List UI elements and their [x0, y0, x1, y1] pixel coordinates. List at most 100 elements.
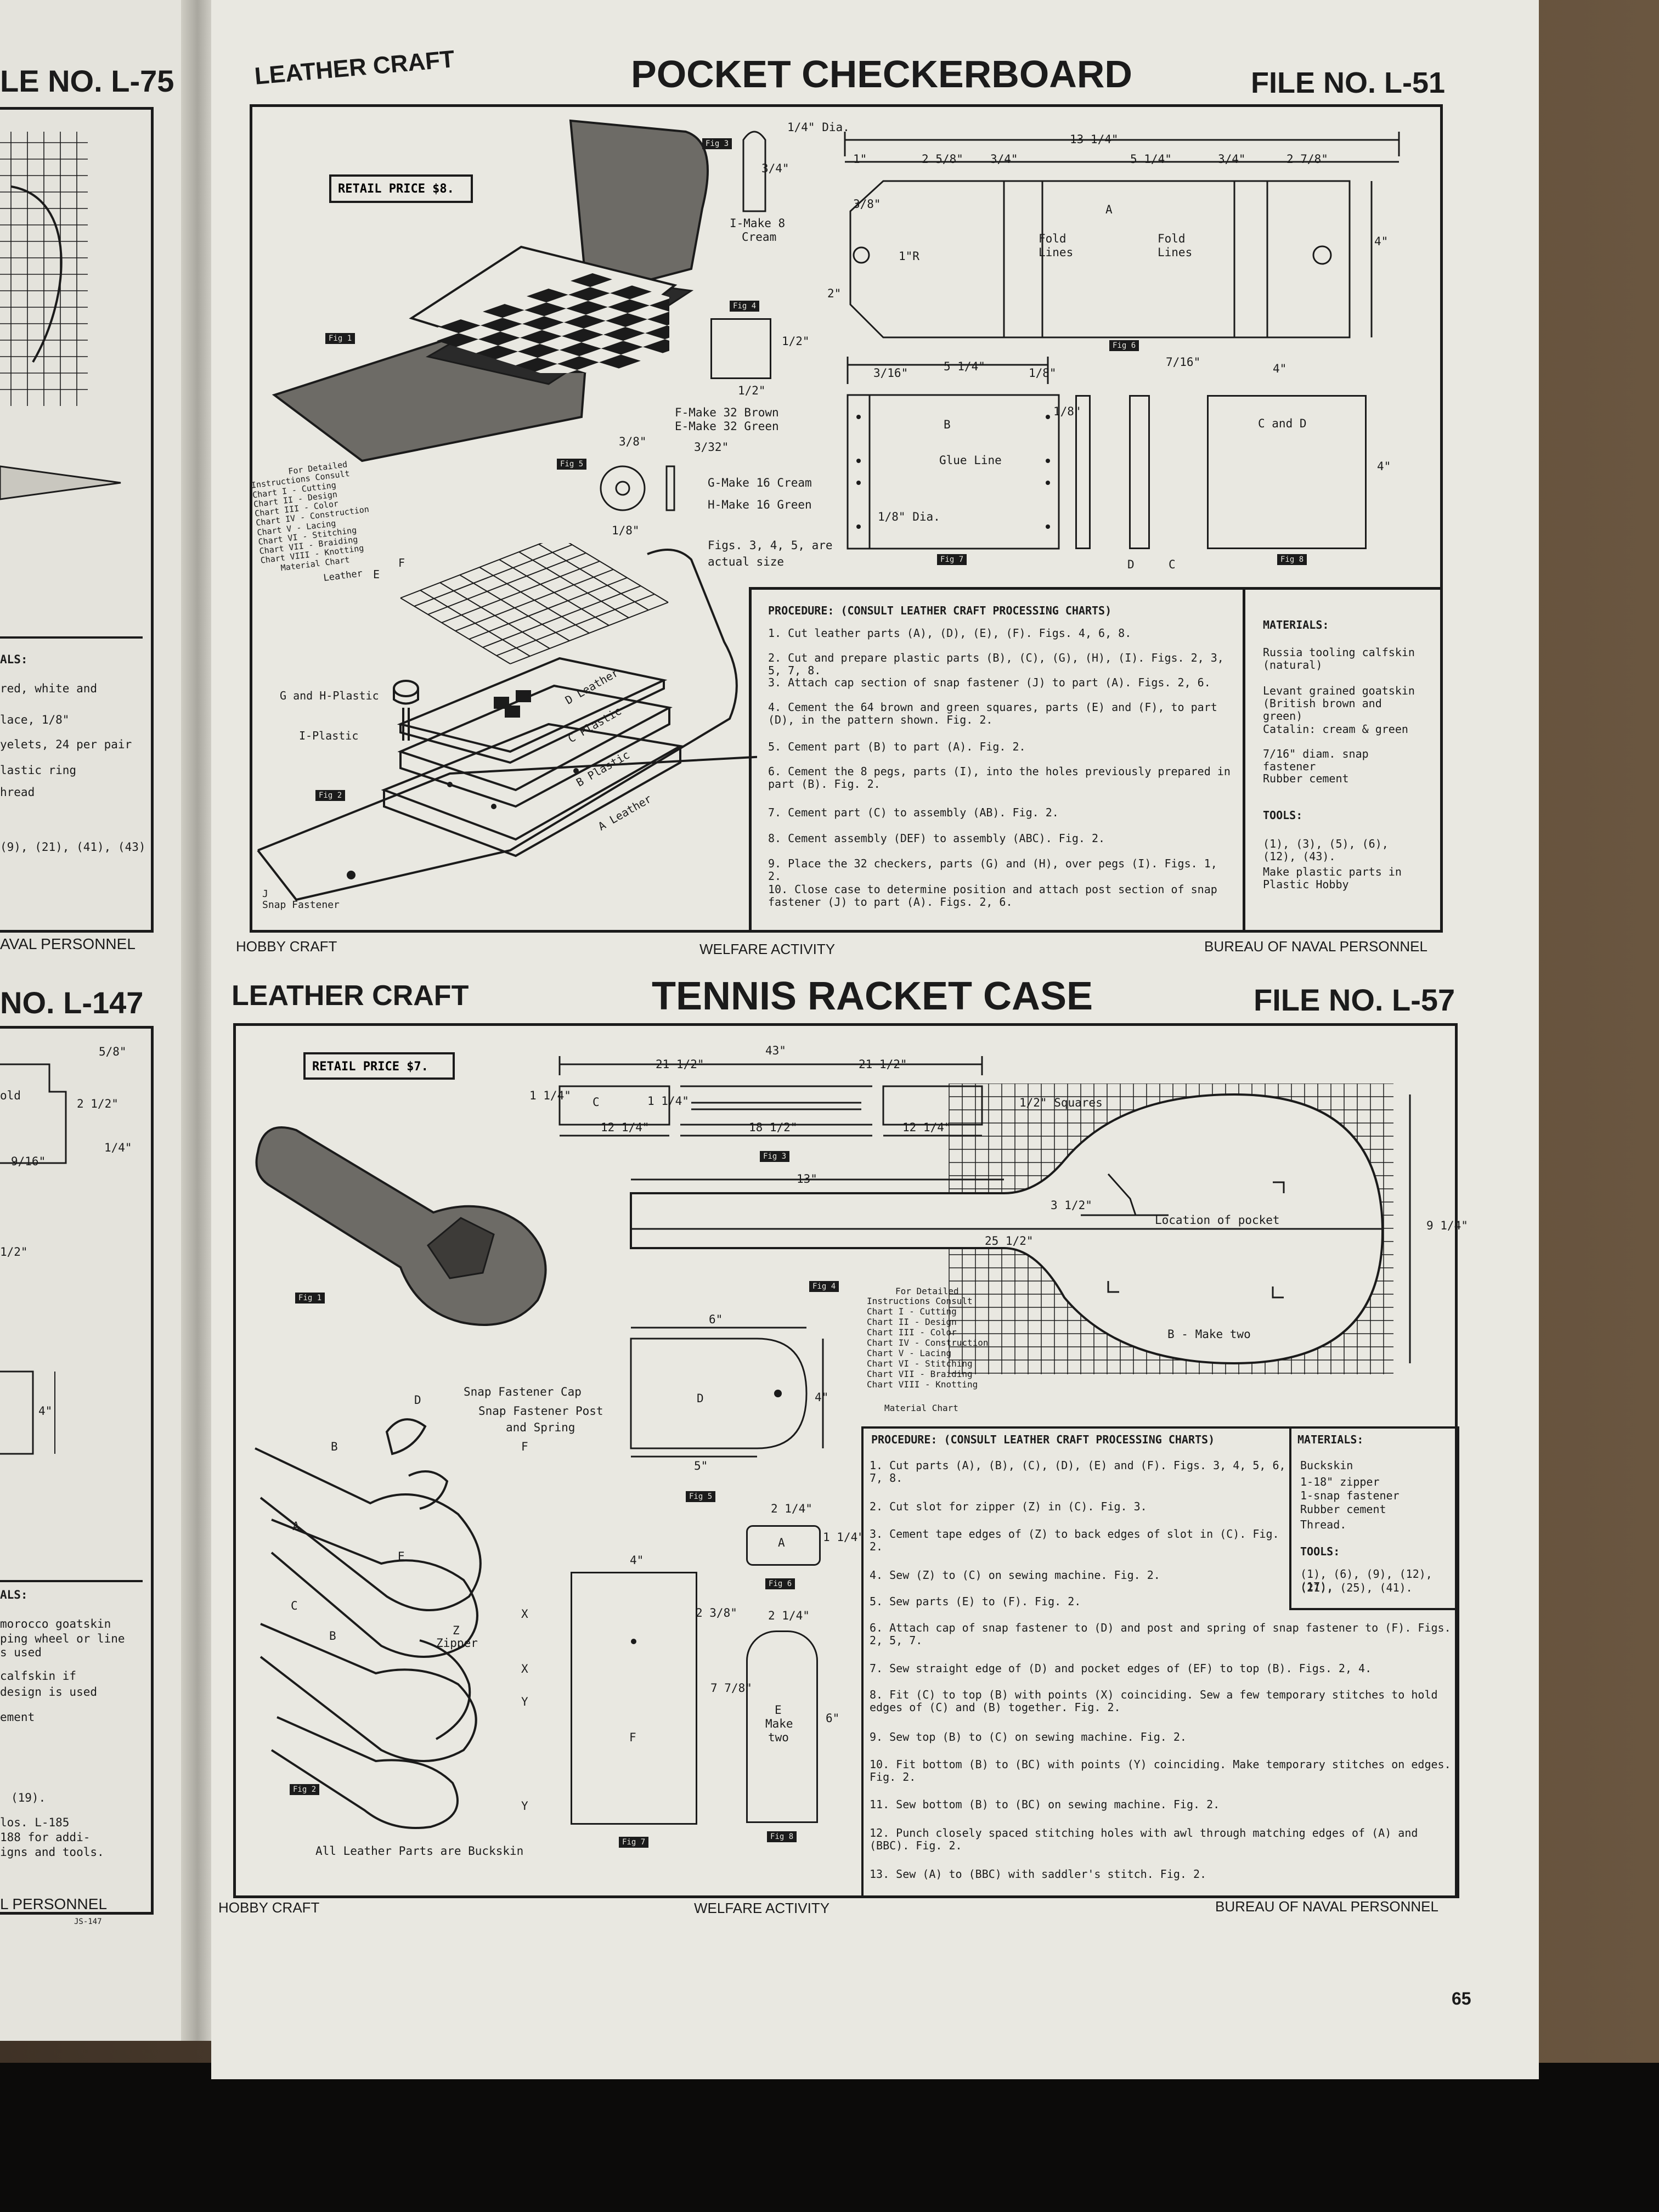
racket-material: Rubber cement: [1300, 1503, 1386, 1516]
zipper-label: Z: [453, 1624, 460, 1637]
checkerboard-fig2-drawing: [257, 543, 757, 901]
racket-footer-left: HOBBY CRAFT: [218, 1899, 320, 1916]
racket-procedure-step: 2. Cut slot for zipper (Z) in (C). Fig. …: [870, 1500, 1147, 1513]
part-i-height: 3/4": [761, 162, 789, 175]
explode-f-label: F: [521, 1440, 528, 1453]
checker-square: [645, 325, 669, 340]
checker-dim: 3/8": [619, 435, 647, 448]
checkerboard-material: 7/16" diam. snap fastener: [1263, 747, 1369, 773]
checker-square: [496, 351, 538, 366]
checkerboard-procedure-box: [749, 587, 1443, 933]
all-parts-buckskin-note: All Leather Parts are Buckskin: [315, 1844, 524, 1858]
part-e-dim: 2 1/4": [768, 1609, 810, 1622]
checkerboard-file-number: FILE NO. L-51: [1251, 66, 1446, 99]
checker-square: [544, 308, 586, 323]
part-b-dim: 5 1/4": [944, 360, 985, 373]
part-cd-dim: 7/16": [1166, 356, 1201, 369]
part-e-shape: [746, 1630, 818, 1823]
part-b-dim: 3/16": [873, 366, 909, 380]
part-f-note: E-Make 32 Green: [675, 420, 779, 433]
part-a-dim-left: 2": [827, 287, 842, 300]
part-a-dim: 1 1/4": [823, 1531, 865, 1544]
checker-square: [503, 310, 545, 324]
left-materials2-line: ement: [0, 1711, 35, 1724]
board-grid-line: [568, 543, 669, 603]
fig-2-label: Fig 2: [290, 1784, 320, 1795]
part-f-dim: 1/2": [738, 384, 766, 397]
fold-lines-label: Fold: [1039, 232, 1066, 245]
fold-lines-label: Fold: [1158, 232, 1186, 245]
fig-1-label: Fig 1: [295, 1293, 325, 1304]
part-a-label: A: [1105, 203, 1113, 216]
racket-chart-ref: Chart I - Cutting: [867, 1306, 957, 1317]
checkerboard-footer-center: WELFARE ACTIVITY: [699, 941, 836, 957]
part-a-dim: 2 5/8": [922, 153, 963, 166]
racket-procedure-box: [861, 1426, 1459, 1898]
checkerboard-materials-divider: [1243, 587, 1245, 933]
fold-lines-label: Lines: [1158, 246, 1193, 259]
racket-title: TENNIS RACKET CASE: [652, 974, 1093, 1018]
checkerboard-material: Russia tooling calfskin (natural): [1263, 646, 1415, 672]
checkerboard-procedure-step: 1. Cut leather parts (A), (D), (E), (F).…: [768, 627, 1132, 640]
fig-8-label: Fig 8: [1277, 554, 1307, 565]
part-e-label: E: [775, 1703, 782, 1717]
part-d-dim: 4": [815, 1391, 829, 1404]
checker-square: [623, 333, 665, 347]
checker-square: [498, 337, 540, 352]
left-refs: (19).: [11, 1791, 46, 1804]
checkerboard-material: Rubber cement: [1263, 772, 1349, 785]
checkerboard-procedure-heading: PROCEDURE: (CONSULT LEATHER CRAFT PROCES…: [768, 604, 1112, 617]
racket-materials-heading: MATERIALS:: [1297, 1433, 1364, 1446]
racket-fig2-drawing: [255, 1418, 482, 1829]
racket-chart-ref: Material Chart: [884, 1403, 958, 1413]
racket-chart-ref: Instructions Consult: [867, 1296, 973, 1306]
checker-square: [417, 326, 459, 341]
checker-square: [456, 339, 499, 353]
fig-7-label: Fig 7: [937, 554, 967, 565]
checker-square: [478, 331, 521, 346]
checker-square: [542, 322, 584, 336]
left-grid-drawing: [0, 132, 88, 406]
racket-chart-ref: Chart V - Lacing: [867, 1348, 952, 1358]
checker-square: [520, 330, 562, 344]
checker-square: [540, 336, 582, 350]
left-dim: 1/4": [104, 1141, 132, 1154]
left-plate-bottom: [0, 1026, 154, 1915]
snap-post-label: Snap Fastener Post: [478, 1404, 603, 1418]
racket-chart-ref: For Detailed: [895, 1286, 959, 1296]
fig-1-label: Fig 1: [325, 333, 356, 344]
checkerboard-footer-left: HOBBY CRAFT: [236, 938, 337, 955]
racket-procedure-step: 6. Attach cap of snap fastener to (D) an…: [870, 1621, 1451, 1647]
left-materials-line: red, white and: [0, 682, 98, 695]
racket-tools-heading: TOOLS:: [1300, 1545, 1340, 1558]
board-grid-line: [510, 602, 669, 664]
left-dim: 1/2": [0, 1245, 28, 1259]
left-part-drawing: [0, 1063, 67, 1455]
checker-square: [535, 364, 578, 373]
checker-square: [557, 356, 600, 370]
retail-price-text: RETAIL PRICE $7.: [312, 1060, 428, 1074]
checker-square: [582, 334, 624, 349]
checkerboard-tool: (1), (3), (5), (6), (12), (43).: [1263, 837, 1389, 863]
checker-square: [459, 325, 501, 340]
table-edge-dark: [0, 2063, 1659, 2212]
checker-square: [437, 333, 479, 347]
actual-size-note: actual size: [708, 555, 785, 568]
racket-procedure-step: 8. Fit (C) to top (B) with points (X) co…: [870, 1688, 1438, 1714]
explode-x-label: X: [521, 1662, 528, 1675]
part-a-dim: 3/4": [1218, 153, 1246, 166]
left-materials2-line: morocco goatskin: [0, 1617, 111, 1630]
left-wedge-shape: [0, 465, 121, 500]
checker-note: H-Make 16 Green: [708, 498, 812, 511]
checkerboard-footer-right: BUREAU OF NAVAL PERSONNEL: [1204, 938, 1427, 955]
actual-size-note: Figs. 3, 4, 5, are: [708, 539, 833, 552]
strip-dim: 1 1/4": [529, 1089, 571, 1102]
checker-dim: 3/32": [694, 441, 729, 454]
explode-b-label: B: [331, 1440, 338, 1453]
checker-square: [481, 318, 523, 332]
part-b-drawing: [847, 357, 1060, 550]
retail-price-text: RETAIL PRICE $8.: [338, 182, 454, 196]
left-dim: 9/16": [11, 1155, 46, 1168]
left-materials-line: lastic ring: [0, 764, 77, 777]
book-gutter: [181, 0, 214, 2041]
